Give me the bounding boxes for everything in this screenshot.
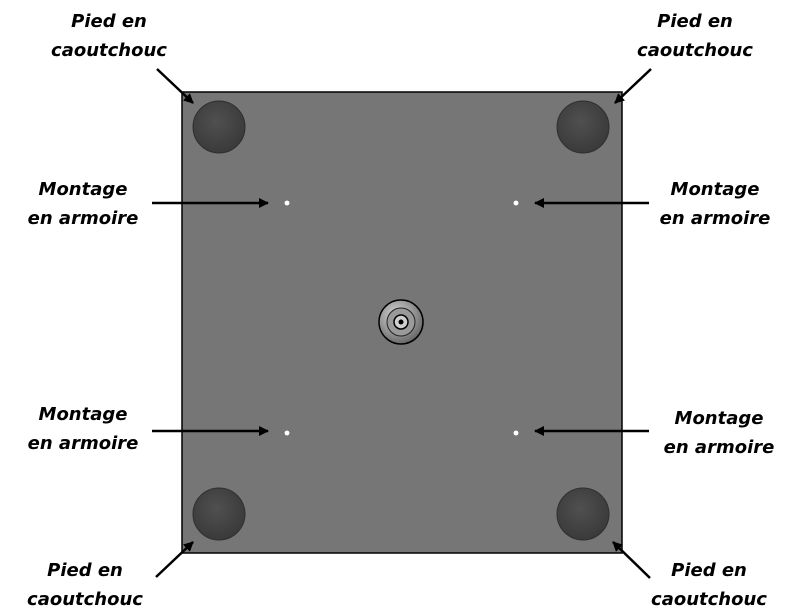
label-foot-bottom-left: Pied en caoutchouc	[20, 556, 150, 614]
rubber-foot-bottom-right	[556, 487, 610, 541]
label-mount-bottom-left-line2: en armoire	[27, 433, 139, 454]
mount-hole-top-right	[512, 199, 520, 207]
rubber-foot-bottom-left	[192, 487, 246, 541]
mount-hole-top-left	[283, 199, 291, 207]
label-foot-top-left: Pied en caoutchouc	[44, 7, 174, 65]
label-foot-bottom-right-line1: Pied en	[671, 560, 747, 581]
arrow-foot-top-right	[614, 68, 652, 104]
mount-hole-bottom-right	[512, 429, 520, 437]
label-foot-top-right: Pied en caoutchouc	[630, 7, 760, 65]
label-mount-top-right: Montage en armoire	[650, 175, 780, 233]
label-mount-top-right-line1: Montage	[670, 179, 760, 200]
label-mount-top-left-line2: en armoire	[27, 208, 139, 229]
label-foot-bottom-right: Pied en caoutchouc	[644, 556, 774, 614]
label-foot-bottom-left-line2: caoutchouc	[27, 589, 143, 610]
label-foot-top-left-line2: caoutchouc	[51, 40, 167, 61]
label-foot-bottom-right-line2: caoutchouc	[651, 589, 767, 610]
label-mount-bottom-right-line1: Montage	[674, 408, 764, 429]
rubber-foot-top-right	[556, 100, 610, 154]
arrow-foot-bottom-right	[612, 541, 651, 579]
label-mount-bottom-right: Montage en armoire	[654, 404, 784, 462]
center-knob	[378, 299, 424, 345]
rubber-foot-top-left	[192, 100, 246, 154]
label-mount-bottom-right-line2: en armoire	[663, 437, 775, 458]
arrow-foot-top-left	[156, 68, 194, 104]
label-mount-top-right-line2: en armoire	[659, 208, 771, 229]
label-foot-top-right-line1: Pied en	[657, 11, 733, 32]
label-mount-top-left: Montage en armoire	[18, 175, 148, 233]
label-mount-bottom-left: Montage en armoire	[18, 400, 148, 458]
label-foot-top-left-line1: Pied en	[71, 11, 147, 32]
mount-hole-bottom-left	[283, 429, 291, 437]
label-mount-bottom-left-line1: Montage	[38, 404, 128, 425]
label-foot-top-right-line2: caoutchouc	[637, 40, 753, 61]
label-mount-top-left-line1: Montage	[38, 179, 128, 200]
label-foot-bottom-left-line1: Pied en	[47, 560, 123, 581]
arrow-foot-bottom-left	[155, 541, 194, 578]
